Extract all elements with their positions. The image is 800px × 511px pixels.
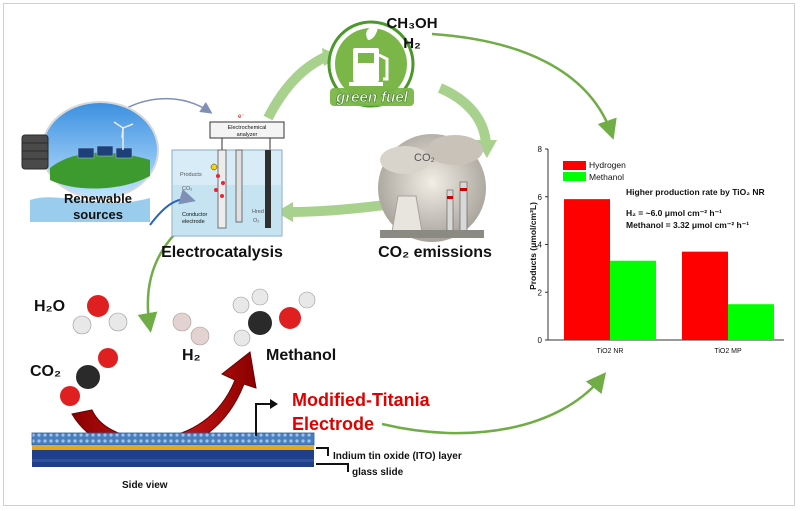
renewable-label-line2: sources xyxy=(73,207,123,222)
legend-swatch-hydrogen xyxy=(563,161,586,170)
analyzer-label-line2: analyzer xyxy=(237,132,258,138)
pointer-electrode xyxy=(255,403,272,436)
top-product-ch3oh: CH₃OH xyxy=(386,15,437,32)
h2-molecule-label: H₂ xyxy=(182,347,201,364)
arrow-products-to-chart xyxy=(431,32,617,140)
cell-conductor-label-line1: Conductor xyxy=(182,212,208,218)
chart-annotation-title: Higher production rate by TiO₂ NR xyxy=(626,187,765,197)
chart-y-axis-label: Products (μmol/cm²L) xyxy=(528,202,538,290)
y-tick-label: 6 xyxy=(538,193,543,202)
ito-layer-label: Indium tin oxide (ITO) layer xyxy=(333,451,462,462)
legend-label-methanol: Methanol xyxy=(589,172,624,182)
renewable-label-line1: Renewable xyxy=(64,191,132,206)
y-tick-label: 8 xyxy=(538,145,543,154)
x-tick-label: TiO2 NR xyxy=(597,348,624,355)
h2-molecule xyxy=(172,312,210,346)
co2-emissions-label: CO₂ emissions xyxy=(378,244,492,261)
electron-label: e⁻ xyxy=(238,114,245,120)
ito-layer xyxy=(32,445,314,450)
methanol-molecule-label: Methanol xyxy=(266,347,336,364)
electrochemical-cell: Electrochemical analyzer e⁻ Products CO₂… xyxy=(171,114,285,237)
chart-annotation-methanol: Methanol = 3.32 μmol cm⁻² h⁻¹ xyxy=(626,220,749,230)
electrocatalysis-label: Electrocatalysis xyxy=(161,244,283,261)
chart-x-ticks: TiO2 NR TiO2 MP xyxy=(597,348,742,355)
arrow-water-to-cell xyxy=(149,189,196,226)
glass-slide-layer xyxy=(32,450,314,467)
chart-y-ticks: 0 2 4 6 8 xyxy=(538,145,548,345)
cell-products-label: Products xyxy=(180,172,202,178)
x-tick-label: TiO2 MP xyxy=(714,348,742,355)
cycle-arrow-emissions-to-cell xyxy=(289,200,386,217)
co2-molecule-label: CO₂ xyxy=(30,363,61,380)
co2-molecule xyxy=(60,348,118,406)
green-fuel-label: green fuel xyxy=(335,89,409,106)
electrode-title-line1: Modified-Titania xyxy=(292,390,431,410)
methanol-molecule xyxy=(232,288,316,347)
bar-hydrogen-1 xyxy=(682,251,728,340)
cycle-arrow-cell-to-fuel xyxy=(263,50,332,121)
legend-swatch-methanol xyxy=(563,172,586,181)
green-fuel-icon xyxy=(327,20,415,108)
cell-hred-label: Hred xyxy=(252,209,264,215)
chart-annotation-h2: H₂ = ~6.0 μmol cm⁻² h⁻¹ xyxy=(626,208,722,218)
reference-electrode xyxy=(235,149,243,223)
bar-methanol-0 xyxy=(610,260,656,340)
electrode-title-line2: Electrode xyxy=(292,414,374,434)
production-bar-chart: 0 2 4 6 8 TiO2 NR TiO2 MP Products (μmol/cm²L… xyxy=(528,145,784,355)
counter-electrode xyxy=(265,150,271,228)
cell-o2-label: O₂ xyxy=(253,218,259,224)
factory-co2-text: CO₂ xyxy=(414,152,435,164)
water-molecule xyxy=(72,295,128,335)
cell-conductor-label-line2: electrode xyxy=(182,219,205,225)
lightbulb-icon xyxy=(21,101,159,222)
y-tick-label: 2 xyxy=(538,288,543,297)
pointer-glass xyxy=(316,463,349,472)
electrochemical-analyzer-box xyxy=(209,121,285,139)
cycle-arrow-fuel-to-emissions xyxy=(437,83,491,146)
y-tick-label: 0 xyxy=(538,336,543,345)
factory-emissions-icon xyxy=(378,134,486,242)
bar-hydrogen-0 xyxy=(564,199,610,340)
pointer-ito xyxy=(316,447,329,456)
electrode-stack xyxy=(31,432,315,467)
chart-bars xyxy=(564,199,774,340)
top-product-h2: H₂ xyxy=(403,35,421,52)
h2o-label: H₂O xyxy=(34,298,65,315)
chart-legend: Hydrogen Methanol xyxy=(563,160,626,182)
cell-co2-label: CO₂ xyxy=(182,186,192,192)
working-electrode xyxy=(217,149,227,229)
analyzer-label-line1: Electrochemical xyxy=(228,125,267,131)
bar-methanol-1 xyxy=(728,304,774,340)
y-tick-label: 4 xyxy=(538,241,543,250)
legend-label-hydrogen: Hydrogen xyxy=(589,160,626,170)
glass-slide-label: glass slide xyxy=(352,467,404,478)
arrow-electrode-to-chart xyxy=(381,372,607,435)
side-view-label: Side view xyxy=(122,480,168,491)
tio2-layer xyxy=(31,432,315,446)
